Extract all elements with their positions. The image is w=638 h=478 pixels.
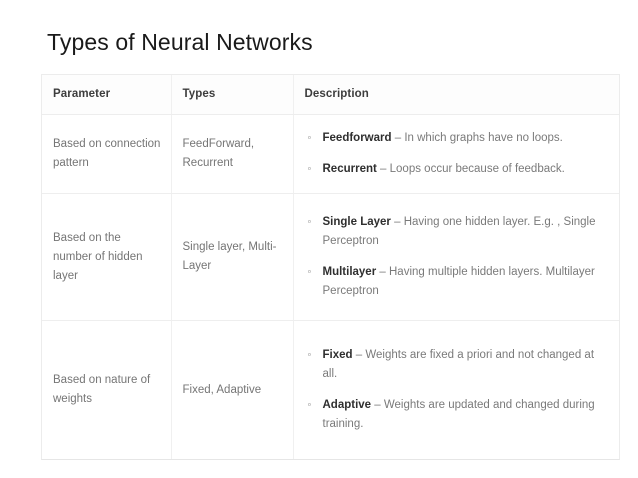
description-separator: – <box>394 132 402 144</box>
table-row: Based on connection pattern FeedForward,… <box>42 114 619 194</box>
bullet-circle-icon: ◦ <box>307 399 312 411</box>
description-list: ◦ Fixed – Weights are fixed a priori and … <box>308 346 612 434</box>
bullet-circle-icon: ◦ <box>307 216 312 228</box>
cell-description: ◦ Fixed – Weights are fixed a priori and … <box>293 320 619 459</box>
description-separator: – <box>379 266 386 278</box>
description-separator: – <box>394 216 401 228</box>
description-separator: – <box>380 163 387 175</box>
description-text: In which graphs have no loops. <box>404 132 563 144</box>
description-term: Single Layer <box>322 216 391 228</box>
description-text: Weights are updated and changed during t… <box>322 399 595 430</box>
description-term: Multilayer <box>322 266 377 278</box>
cell-types: FeedForward, Recurrent <box>171 114 294 194</box>
bullet-circle-icon: ◦ <box>307 132 312 144</box>
list-item: ◦ Recurrent – Loops occur because of feed… <box>308 160 612 179</box>
cell-parameter: Based on nature of weights <box>42 320 172 459</box>
description-list: ◦ Single Layer – Having one hidden layer.… <box>308 213 612 301</box>
types-of-neural-networks-table: Parameter Types Description Based on con… <box>42 75 619 459</box>
table-header-row: Parameter Types Description <box>42 75 619 115</box>
column-header-types: Types <box>171 75 294 115</box>
cell-parameter: Based on connection pattern <box>42 114 172 194</box>
description-term: Recurrent <box>322 163 377 175</box>
description-term: Adaptive <box>322 399 372 411</box>
table-row: Based on the number of hidden layer Sing… <box>42 193 619 321</box>
cell-parameter: Based on the number of hidden layer <box>42 193 172 321</box>
description-text: Having one hidden layer. E.g. , Single P… <box>322 216 596 247</box>
description-list: ◦ Feedforward – In which graphs have no l… <box>308 129 612 179</box>
column-header-description: Description <box>293 75 619 115</box>
table-row: Based on nature of weights Fixed, Adapti… <box>42 320 619 459</box>
cell-description: ◦ Feedforward – In which graphs have no l… <box>293 114 619 194</box>
list-item: ◦ Fixed – Weights are fixed a priori and … <box>308 346 612 384</box>
list-item: ◦ Feedforward – In which graphs have no l… <box>308 129 612 148</box>
list-item: ◦ Single Layer – Having one hidden layer.… <box>308 213 612 251</box>
description-separator: – <box>374 399 381 411</box>
cell-description: ◦ Single Layer – Having one hidden layer.… <box>293 193 619 321</box>
cell-types: Fixed, Adaptive <box>171 320 294 459</box>
bullet-circle-icon: ◦ <box>307 163 312 175</box>
list-item: ◦ Adaptive – Weights are updated and chan… <box>308 396 612 434</box>
bullet-circle-icon: ◦ <box>307 266 312 278</box>
description-term: Feedforward <box>322 132 392 144</box>
description-text: Loops occur because of feedback. <box>389 163 565 175</box>
table-header: Parameter Types Description <box>42 75 619 115</box>
description-separator: – <box>355 349 363 361</box>
cell-types: Single layer, Multi-Layer <box>171 193 294 321</box>
table-body: Based on connection pattern FeedForward,… <box>42 114 619 459</box>
bullet-circle-icon: ◦ <box>307 349 312 361</box>
description-text: Having multiple hidden layers. Multilaye… <box>322 266 595 297</box>
page-title: Types of Neural Networks <box>47 29 313 55</box>
description-term: Fixed <box>322 349 353 361</box>
description-text: Weights are fixed a priori and not chang… <box>322 349 595 380</box>
table-container: Parameter Types Description Based on con… <box>41 74 620 460</box>
column-header-parameter: Parameter <box>42 75 172 115</box>
list-item: ◦ Multilayer – Having multiple hidden lay… <box>308 263 612 301</box>
